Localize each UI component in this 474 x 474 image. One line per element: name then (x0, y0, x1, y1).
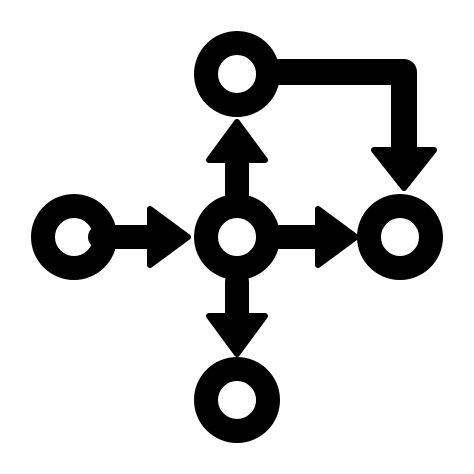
node-right (357, 194, 443, 280)
node-left (31, 194, 117, 280)
arrowhead-center-down (206, 313, 268, 357)
node-top (194, 31, 280, 117)
arrowhead-center-to-right (315, 206, 359, 268)
arrowhead-top-to-right (371, 147, 437, 191)
connector-top-to-right (267, 59, 417, 163)
arrowhead-center-up (206, 119, 268, 163)
arrowhead-left-to-center (147, 206, 191, 268)
node-center (194, 194, 280, 280)
node-bottom (194, 357, 280, 443)
